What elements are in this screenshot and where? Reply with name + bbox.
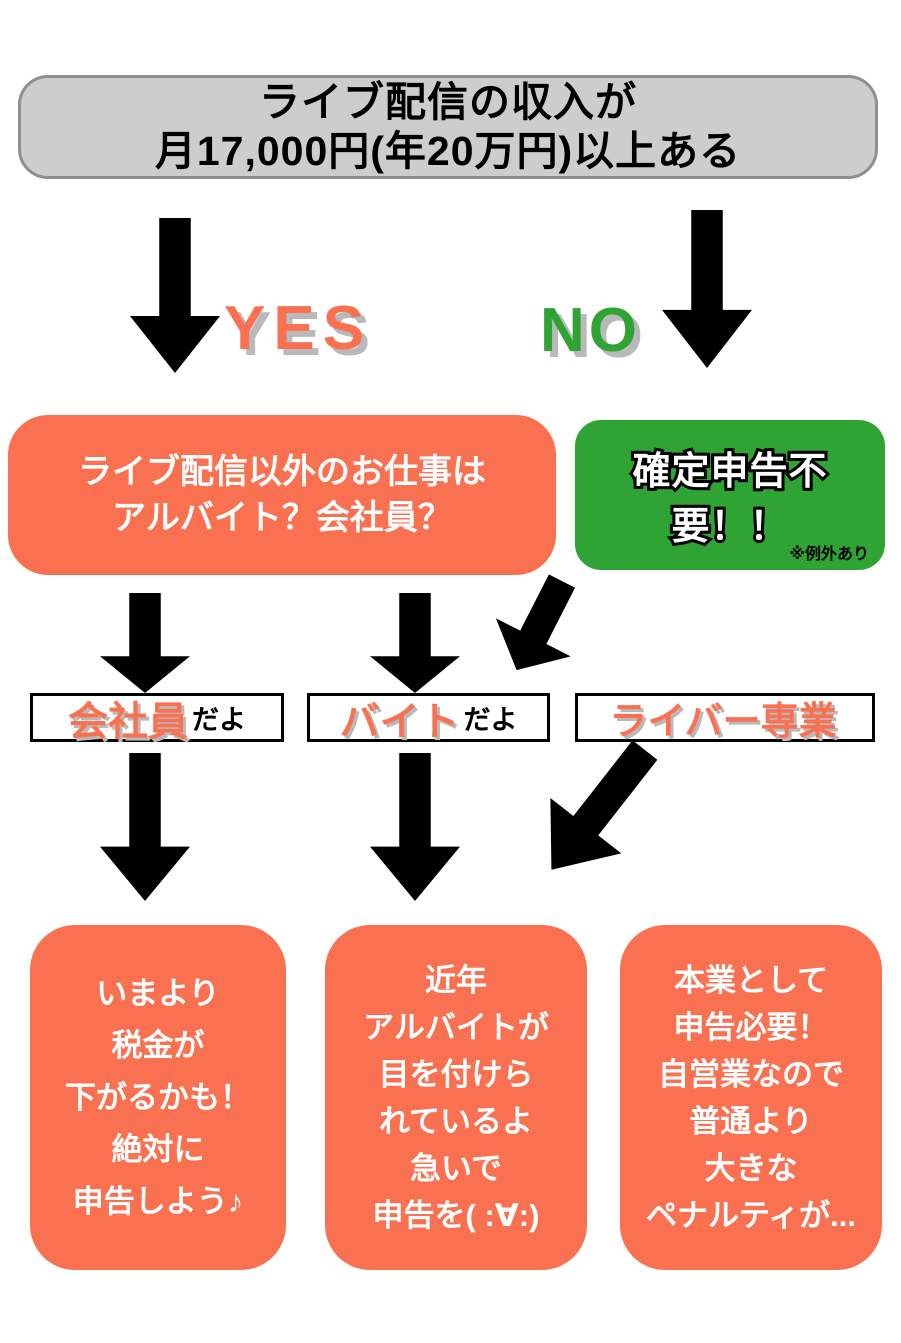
result-line: 本業として [673,962,829,998]
option-baito: バイト だよ [307,693,550,744]
option-liver-highlight: ライバー専業 [609,701,837,743]
condition-box: ライブ配信の収入が 月17,000円(年20万円)以上ある [18,75,878,179]
result-line: 近年 [425,962,487,998]
result-kaishain-box: いまより 税金が 下がるかも！ 絶対に 申告しよう♪ [30,925,286,1270]
yes-label: YES [224,294,373,363]
result-line: 申告必要！ [673,1009,829,1045]
option-kaishain-highlight: 会社員 [68,699,188,744]
option-baito-highlight: バイト [339,699,460,744]
result-line: 目を付けら [378,1056,534,1092]
result-line: 税金が [111,1027,205,1063]
result-baito-box: 近年 アルバイトが 目を付けら れているよ 急いで 申告を( :∀:) [325,925,587,1270]
result-line: 申告を( :∀:) [372,1197,540,1233]
question-box: ライブ配信以外のお仕事は アルバイト？会社員？ [8,415,556,575]
result-line: 急いで [409,1150,503,1186]
baito-result-arrow-icon [370,753,460,901]
result-line: 大きな [704,1150,798,1186]
kaishain-down-arrow-icon [100,593,190,693]
yes-down-arrow-icon [130,218,220,373]
no-label: NO [540,296,641,365]
option-kaishain: 会社員 だよ [30,693,284,744]
result-line: れているよ [378,1103,534,1139]
option-baito-suffix: だよ [463,705,518,735]
no-filing-box: 確定申告不要！！ ※例外あり [575,420,885,570]
baito-down-arrow-icon [370,593,460,693]
option-liver: ライバー専業 [575,693,875,743]
no-down-arrow-icon [662,210,752,368]
result-line: 申告しよう♪ [72,1183,244,1219]
exception-note: ※例外あり [789,546,869,563]
kaishain-result-arrow-icon [100,753,190,901]
condition-line-1: ライブ配信の収入が [259,79,637,125]
condition-line-2: 月17,000円(年20万円)以上ある [154,128,742,174]
result-line: ペナルティが... [646,1197,856,1233]
question-line-1: ライブ配信以外のお仕事は [78,453,486,491]
no-filing-text: 確定申告不要！！ [629,448,829,551]
result-line: いまより [96,975,220,1011]
option-kaishain-suffix: だよ [192,705,246,735]
result-liver-box: 本業として 申告必要！ 自営業なので 普通より 大きな ペナルティが... [620,925,882,1270]
liver-diagonal-arrow-icon [495,574,576,671]
result-line: 絶対に [111,1131,205,1167]
result-line: アルバイトが [363,1009,549,1045]
question-line-2: アルバイト？会社員？ [112,499,452,537]
result-line: 普通より [689,1103,813,1139]
liver-result-arrow-icon [550,740,658,870]
result-line: 下がるかも！ [65,1079,251,1115]
result-line: 自営業なので [658,1056,844,1092]
